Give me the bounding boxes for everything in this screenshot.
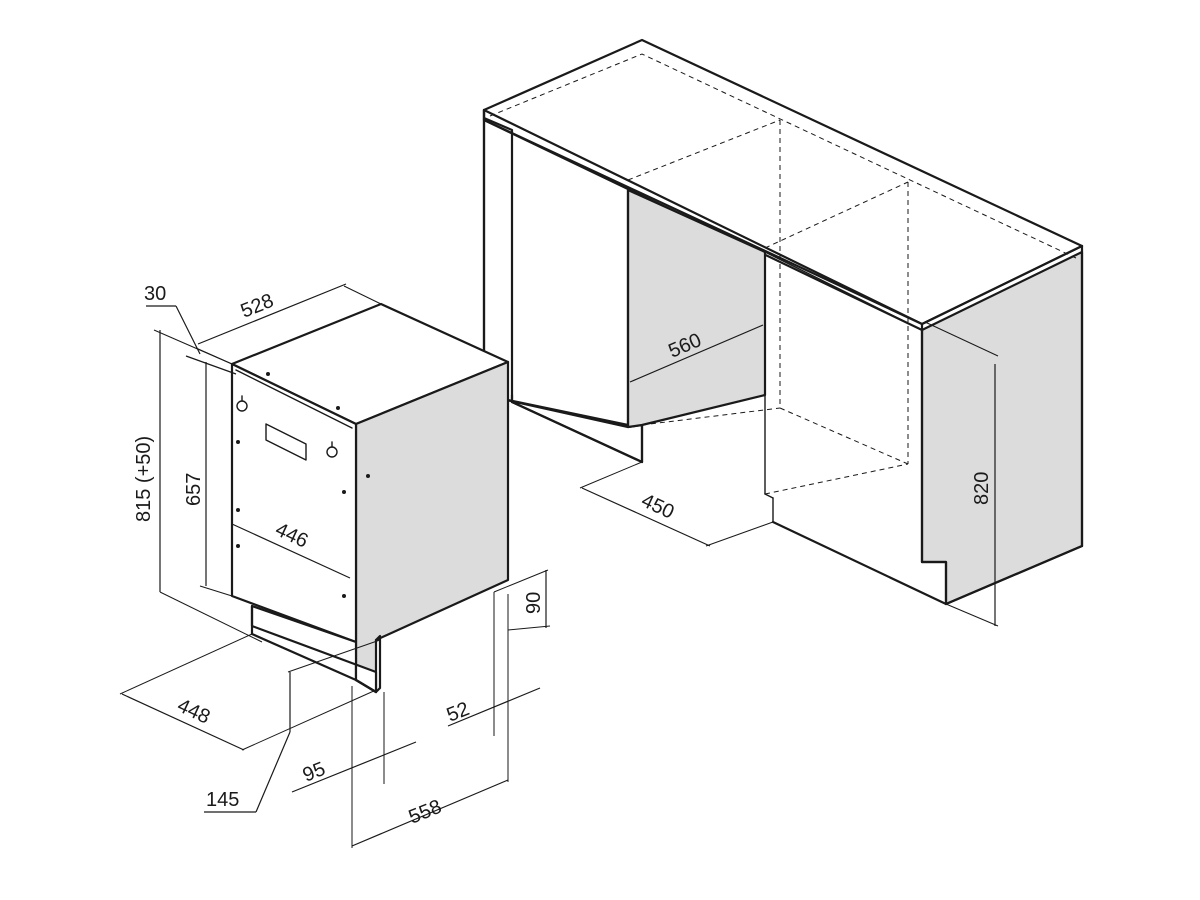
countertop-top bbox=[482, 38, 1084, 326]
left-plinth-bottom bbox=[510, 400, 644, 464]
dim-528-ext-2 bbox=[343, 285, 382, 305]
dim-528-line bbox=[197, 283, 347, 345]
dim-446-line bbox=[231, 523, 351, 579]
dim-448-ext-3 bbox=[241, 689, 377, 751]
countertop-front-edge bbox=[482, 108, 1084, 326]
cabinet-niche bbox=[482, 38, 1084, 606]
plinth-bottom bbox=[250, 632, 358, 682]
dim-450-line bbox=[581, 487, 711, 547]
dim-657-label: 657 bbox=[183, 473, 205, 506]
dim-448-line bbox=[121, 693, 245, 751]
dim-558-line bbox=[351, 779, 509, 847]
screw-dots-icon bbox=[236, 372, 370, 598]
dim-145-label: 145 bbox=[206, 789, 239, 811]
cabinet-bottom-right bbox=[944, 544, 1084, 606]
dim-90-ext-1 bbox=[493, 569, 549, 593]
mounting-hook-icon bbox=[236, 395, 338, 458]
front-panel-top-rail bbox=[235, 369, 353, 429]
dim-52-line bbox=[447, 687, 541, 727]
dim-90-label: 90 bbox=[523, 592, 545, 614]
dim-560-line bbox=[629, 324, 764, 383]
niche-floor-step bbox=[764, 493, 774, 499]
dim-95-line bbox=[291, 741, 417, 793]
hidden-top-back bbox=[489, 53, 1077, 259]
control-display-icon bbox=[265, 423, 307, 461]
foot-bottom bbox=[354, 678, 378, 694]
dim-820-ext-1 bbox=[924, 321, 999, 357]
dim-450-ext-1 bbox=[579, 461, 643, 489]
dim-448-ext-1 bbox=[159, 591, 263, 643]
dim-30-label: 30 bbox=[144, 283, 166, 305]
dim-448-ext-2 bbox=[119, 633, 253, 695]
niche-top-front-edge bbox=[764, 251, 923, 331]
dim-558-label: 558 bbox=[406, 796, 445, 829]
dim-448-label: 448 bbox=[174, 695, 214, 729]
dim-450-label: 450 bbox=[638, 490, 678, 524]
dim-145-ext bbox=[287, 639, 381, 673]
dim-815-label: 815 (+50) bbox=[133, 436, 155, 522]
dishwasher bbox=[230, 302, 510, 694]
dim-145-leader bbox=[255, 731, 291, 813]
dim-450-ext-2 bbox=[705, 521, 774, 547]
dim-90-ext-2 bbox=[507, 625, 551, 631]
dishwasher-foot bbox=[374, 634, 382, 694]
dim-820-label: 820 bbox=[971, 472, 993, 505]
dim-30-tick bbox=[185, 355, 237, 375]
dim-95-label: 95 bbox=[300, 758, 329, 787]
dishwasher-dimensions: 528 30 815 (+50) 657 446 448 145 95 bbox=[119, 283, 551, 848]
plinth-cut-right bbox=[920, 560, 948, 606]
hidden-left-top bbox=[627, 119, 781, 181]
dim-815-ext-1 bbox=[153, 329, 233, 365]
dim-528-label: 528 bbox=[238, 290, 277, 323]
hidden-floor-back bbox=[779, 407, 909, 465]
dim-820-ext-2 bbox=[945, 603, 999, 627]
hidden-floor-right bbox=[764, 463, 909, 495]
dim-52-label: 52 bbox=[444, 698, 473, 727]
dim-657-ext bbox=[199, 585, 233, 597]
niche-floor-front bbox=[771, 520, 948, 606]
dim-30-diag bbox=[175, 305, 201, 355]
niche-top-back-edge bbox=[627, 189, 766, 253]
